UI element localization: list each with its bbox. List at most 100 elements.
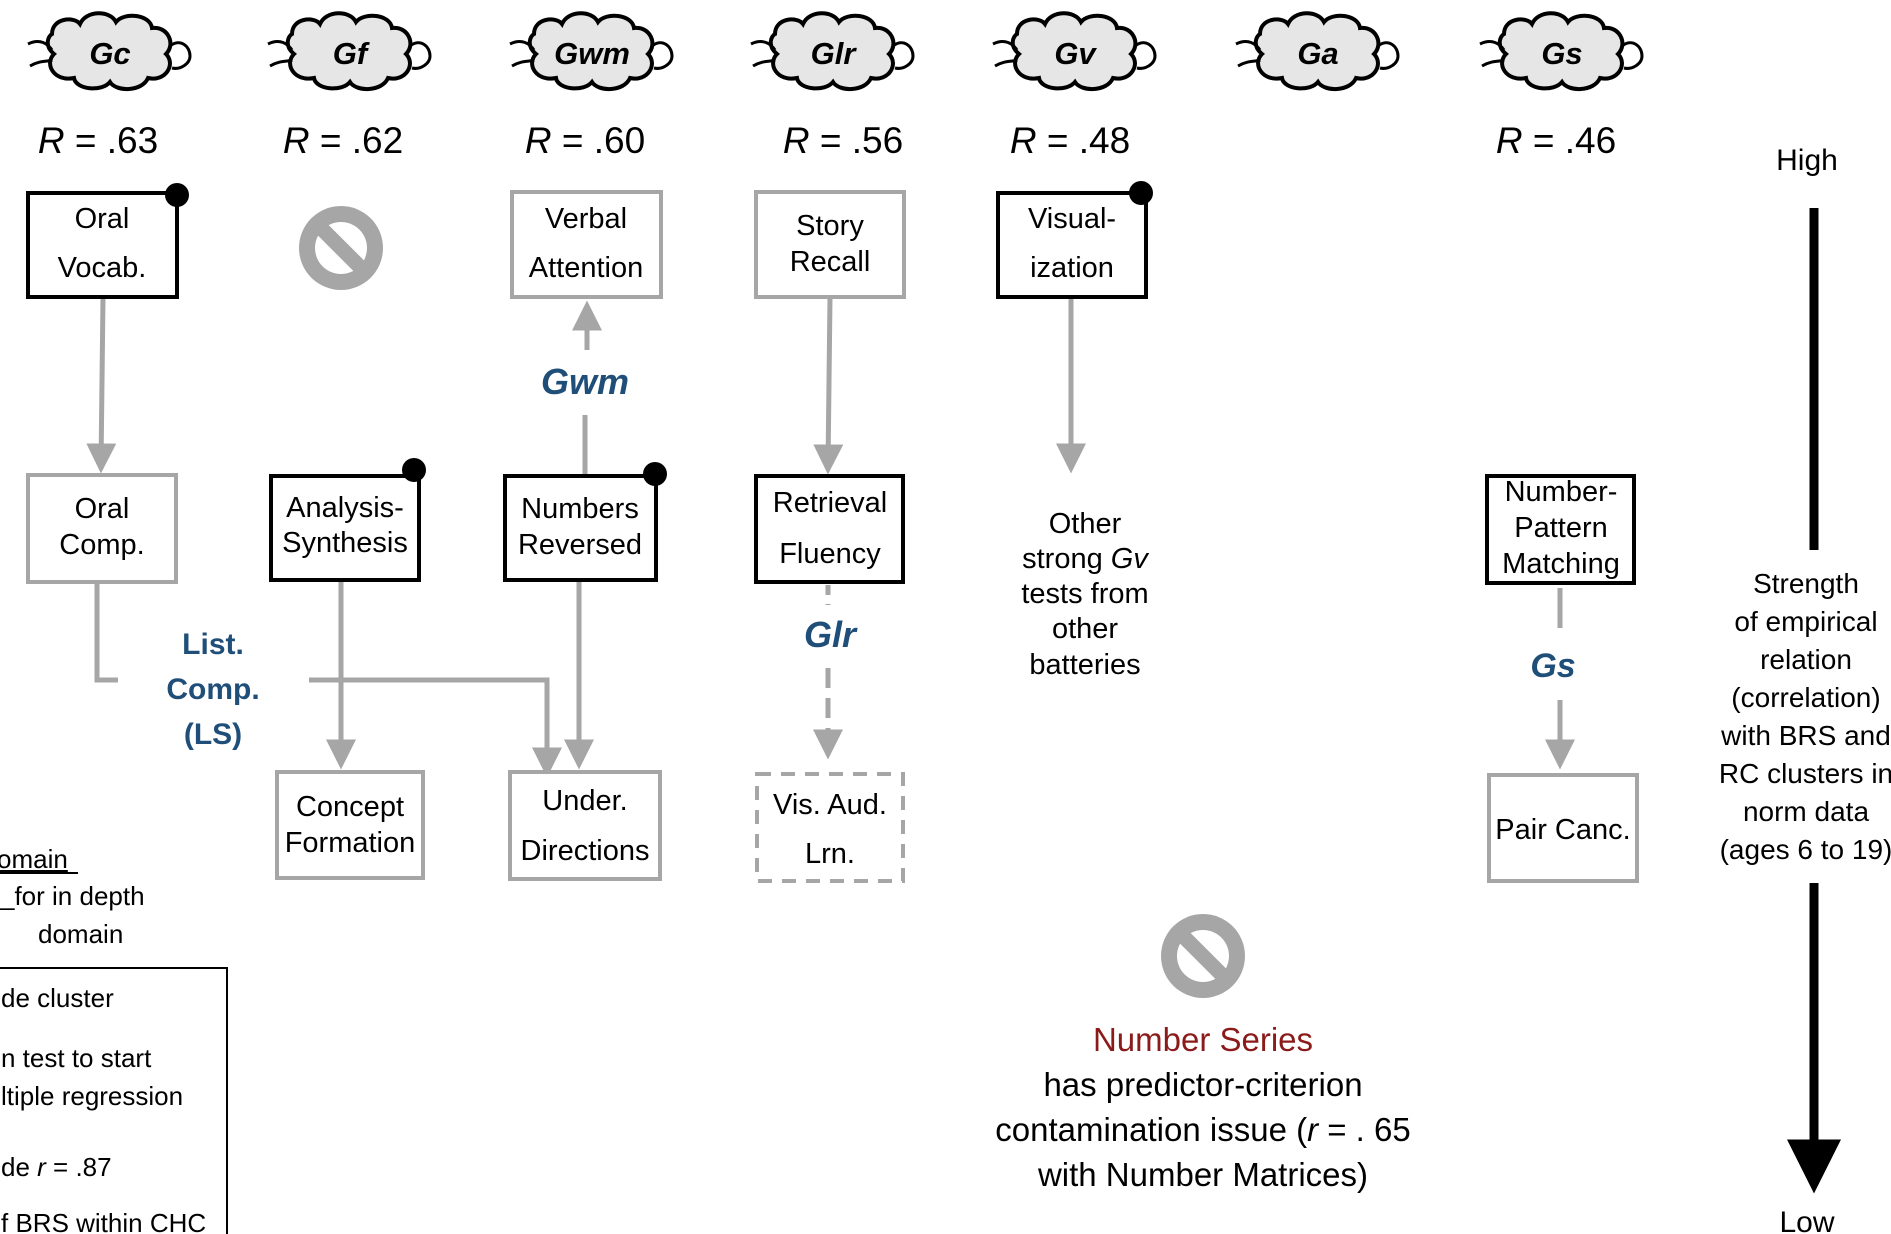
number-series-title: Number Series [1093,1021,1313,1058]
svg-text:contamination issue (r = . 65: contamination issue (r = . 65 [995,1111,1410,1148]
dot-icon [643,462,667,486]
svg-text:Reversed: Reversed [518,529,642,561]
svg-text:de r = .87: de r = .87 [1,1152,112,1182]
svg-text:ltiple regression: ltiple regression [1,1081,183,1111]
dot-icon [402,458,426,482]
box-numbers-reversed: Numbers Reversed [503,462,667,582]
svg-text:batteries: batteries [1029,649,1140,681]
box-concept-formation: Concept Formation [275,770,425,880]
ability-code: Gv [1054,36,1097,71]
scale-high-label: High [1776,144,1838,177]
legend: omain _for in depth domain de cluster n … [0,844,228,1234]
svg-text:ization: ization [1030,252,1114,284]
arrow-vocab-to-oralcomp [86,296,117,474]
box-number-pattern-matching: Number- Pattern Matching [1485,474,1636,585]
box-oral-comp: Oral Comp. [26,473,178,584]
other-gv-note: Other strong Gv tests from other batteri… [1021,508,1149,681]
svg-text:List.: List. [182,628,244,661]
r-value-gv: R = .48 [1010,120,1130,161]
svg-text:norm data: norm data [1743,796,1869,827]
svg-text:Other: Other [1049,508,1122,540]
r-value-gc: R = .63 [38,120,158,161]
box-story-recall: Story Recall [754,190,906,299]
svg-text:(ages 6 to 19): (ages 6 to 19) [1720,834,1891,865]
svg-text:Attention: Attention [529,252,643,284]
r-value-gs: R = .46 [1496,120,1616,161]
cluster-label-list-comp: List. Comp. (LS) [166,628,259,751]
ability-code: Gf [333,36,370,71]
ability-cloud-gs: Gs [1478,11,1644,92]
svg-text:Comp.: Comp. [166,673,259,706]
svg-text:Retrieval: Retrieval [773,487,887,519]
svg-text:with BRS and: with BRS and [1720,720,1891,751]
svg-text:with Number Matrices): with Number Matrices) [1037,1156,1368,1193]
svg-text:Recall: Recall [790,246,871,278]
svg-text:domain: domain [38,919,123,949]
svg-text:Story: Story [796,210,864,242]
svg-text:Lrn.: Lrn. [805,838,855,870]
ability-cloud-glr: Glr [749,11,915,92]
ability-cloud-gwm: Gwm [508,11,674,92]
ability-cloud-gv: Gv [991,11,1157,92]
svg-text:Pair Canc.: Pair Canc. [1495,814,1630,846]
dot-icon [1129,181,1153,205]
legend-box [0,967,228,1234]
r-value-gf: R = .62 [283,120,403,161]
svg-text:Strength: Strength [1753,568,1859,599]
svg-text:Vocab.: Vocab. [58,252,147,284]
ability-code: Glr [811,36,858,71]
box-visualization: Visual- ization [996,181,1153,299]
ability-code: Gwm [554,36,630,71]
connectors [86,296,1575,778]
ability-code: Gs [1541,36,1582,71]
svg-text:Oral: Oral [75,203,130,235]
svg-text:Directions: Directions [521,835,650,867]
no-entry-icon [299,206,383,290]
svg-text:Matching: Matching [1502,548,1620,580]
ability-code: Ga [1297,36,1338,71]
arrow-story-to-retrieval [813,296,844,475]
box-oral-vocab: Oral Vocab. [26,183,189,299]
svg-text:Visual-: Visual- [1028,203,1116,235]
svg-text:other: other [1052,613,1118,645]
connector-oralcomp-listcomp [94,583,118,683]
svg-text:Pattern: Pattern [1514,512,1608,544]
svg-text:Vis. Aud.: Vis. Aud. [773,789,887,821]
svg-text:de cluster: de cluster [1,983,114,1013]
r-value-gwm: R = .60 [525,120,645,161]
ability-cloud-gf: Gf [266,11,432,92]
box-retrieval-fluency: Retrieval Fluency [754,474,905,584]
legend-heading: omain [0,844,68,874]
cluster-label-gs: Gs [1530,647,1575,685]
connector-listcomp-underdirections [309,677,562,778]
svg-text:of empirical: of empirical [1734,606,1877,637]
svg-text:Under.: Under. [542,785,627,817]
svg-text:f BRS within CHC: f BRS within CHC [1,1208,206,1234]
svg-text:Verbal: Verbal [545,203,627,235]
svg-text:Formation: Formation [285,827,416,859]
cluster-label-gwm: Gwm [541,361,629,402]
ability-cloud-ga: Ga [1234,11,1400,92]
svg-text:Comp.: Comp. [59,529,144,561]
no-entry-icon [1161,914,1245,998]
dot-icon [165,183,189,207]
ability-code: Gc [89,36,130,71]
svg-text:(LS): (LS) [184,718,242,751]
svg-text:relation: relation [1760,644,1852,675]
box-pair-canc: Pair Canc. [1487,773,1639,883]
svg-text:Number-: Number- [1505,476,1618,508]
svg-text:RC clusters in: RC clusters in [1719,758,1891,789]
svg-text:Synthesis: Synthesis [282,527,408,559]
box-under-directions: Under. Directions [508,770,662,881]
ability-cloud-gc: Gc [26,11,192,92]
svg-text:Analysis-: Analysis- [286,492,404,524]
svg-text:n test to start: n test to start [1,1043,152,1073]
r-value-glr: R = .56 [783,120,903,161]
svg-text:Concept: Concept [296,791,404,823]
svg-text:Oral: Oral [75,493,130,525]
svg-text:(correlation): (correlation) [1731,682,1880,713]
box-verbal-attention: Verbal Attention [510,190,663,299]
box-vis-aud-lrn: Vis. Aud. Lrn. [755,772,905,883]
svg-text:Numbers: Numbers [521,493,639,525]
